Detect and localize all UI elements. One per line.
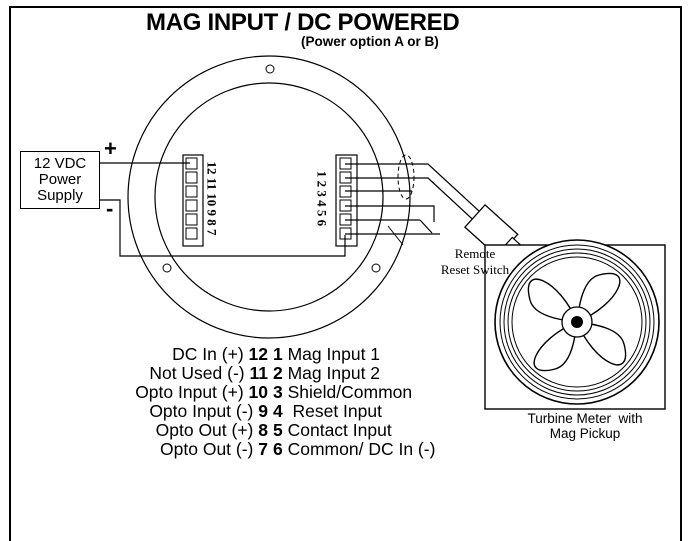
legend-row: 5 Contact Input bbox=[273, 421, 533, 440]
power-supply-line-1: 12 VDC bbox=[33, 155, 87, 172]
legend-label: Mag Input 1 bbox=[287, 344, 381, 364]
legend-number: 8 bbox=[258, 420, 268, 440]
legend-label: Not Used (-) bbox=[149, 363, 245, 383]
legend-label: Opto Input (+) bbox=[135, 382, 244, 402]
remote-switch-blade bbox=[419, 219, 433, 234]
turbine-meter-label: Turbine Meter with Mag Pickup bbox=[505, 411, 665, 441]
legend-number: 7 bbox=[258, 439, 268, 459]
polarity-minus: - bbox=[106, 196, 114, 221]
power-supply-line-2: Power bbox=[38, 171, 82, 188]
legend-left-column: DC In (+) 12 Not Used (-) 11 Opto Input … bbox=[118, 345, 268, 459]
mounting-hole-left bbox=[162, 263, 172, 273]
legend-label: Common/ DC In (-) bbox=[287, 439, 436, 459]
legend-row: 6 Common/ DC In (-) bbox=[273, 440, 533, 459]
legend-label: Reset Input bbox=[287, 401, 382, 421]
remote-reset-line-2: Reset Switch bbox=[440, 262, 510, 277]
diagram-subtitle: (Power option A or B) bbox=[301, 34, 439, 49]
mounting-hole-top bbox=[265, 64, 275, 74]
legend-number: 2 bbox=[273, 363, 283, 383]
legend-right-column: 1 Mag Input 1 2 Mag Input 2 3 Shield/Com… bbox=[273, 345, 533, 459]
legend-number: 10 bbox=[248, 382, 268, 402]
remote-reset-line-1: Remote bbox=[454, 246, 496, 261]
legend-row: 4 Reset Input bbox=[273, 402, 533, 421]
legend-label: Opto Out (+) bbox=[155, 420, 254, 440]
legend-row: Not Used (-) 11 bbox=[118, 364, 268, 383]
legend-label: Opto Input (-) bbox=[149, 401, 254, 421]
turbine-meter bbox=[484, 239, 666, 410]
legend-number: 11 bbox=[249, 363, 269, 383]
power-supply-box: 12 VDC Power Supply bbox=[20, 151, 100, 209]
wire-dc-negative bbox=[100, 199, 346, 257]
legend-number: 9 bbox=[258, 401, 268, 421]
remote-label-leader bbox=[387, 225, 404, 246]
left-terminal-block bbox=[182, 154, 204, 247]
turbine-meter-label-line-2: Mag Pickup bbox=[549, 426, 621, 441]
mounting-hole-right bbox=[371, 263, 381, 273]
legend-number: 6 bbox=[273, 439, 283, 459]
legend-row: Opto Out (+) 8 bbox=[118, 421, 268, 440]
legend-row: 3 Shield/Common bbox=[273, 383, 533, 402]
legend-row: Opto Out (-) 7 bbox=[118, 440, 268, 459]
diagram-frame bbox=[9, 6, 682, 541]
turbine-meter-label-line-1: Turbine Meter with bbox=[527, 411, 643, 426]
legend-row: 2 Mag Input 2 bbox=[273, 364, 533, 383]
legend-label: Opto Out (-) bbox=[160, 439, 254, 459]
shield-outline bbox=[397, 154, 415, 200]
left-terminal-numbers: 12 11 10 9 8 7 bbox=[204, 161, 220, 236]
legend-label: Shield/Common bbox=[287, 382, 413, 402]
diagram-title: MAG INPUT / DC POWERED bbox=[146, 9, 460, 36]
right-terminal-numbers: 1 2 3 4 5 6 bbox=[314, 170, 330, 227]
power-supply-line-3: Supply bbox=[37, 187, 83, 204]
legend-row: DC In (+) 12 bbox=[118, 345, 268, 364]
legend-number: 1 bbox=[273, 344, 283, 364]
enclosure-outer-ring bbox=[127, 55, 411, 339]
legend-label: Mag Input 2 bbox=[287, 363, 381, 383]
legend-label: Contact Input bbox=[287, 420, 392, 440]
legend-label: DC In (+) bbox=[172, 344, 244, 364]
wire-reset-input bbox=[345, 205, 435, 222]
legend-number: 5 bbox=[273, 420, 283, 440]
legend-row: Opto Input (+) 10 bbox=[118, 383, 268, 402]
legend-row: 1 Mag Input 1 bbox=[273, 345, 533, 364]
enclosure-inner-ring bbox=[154, 82, 384, 312]
legend-number: 3 bbox=[273, 382, 283, 402]
legend-row: Opto Input (-) 9 bbox=[118, 402, 268, 421]
polarity-plus: + bbox=[104, 136, 117, 161]
legend-number: 12 bbox=[248, 344, 268, 364]
remote-reset-label: Remote Reset Switch bbox=[427, 246, 523, 278]
right-terminal-block bbox=[335, 154, 358, 247]
legend-number: 4 bbox=[273, 401, 283, 421]
